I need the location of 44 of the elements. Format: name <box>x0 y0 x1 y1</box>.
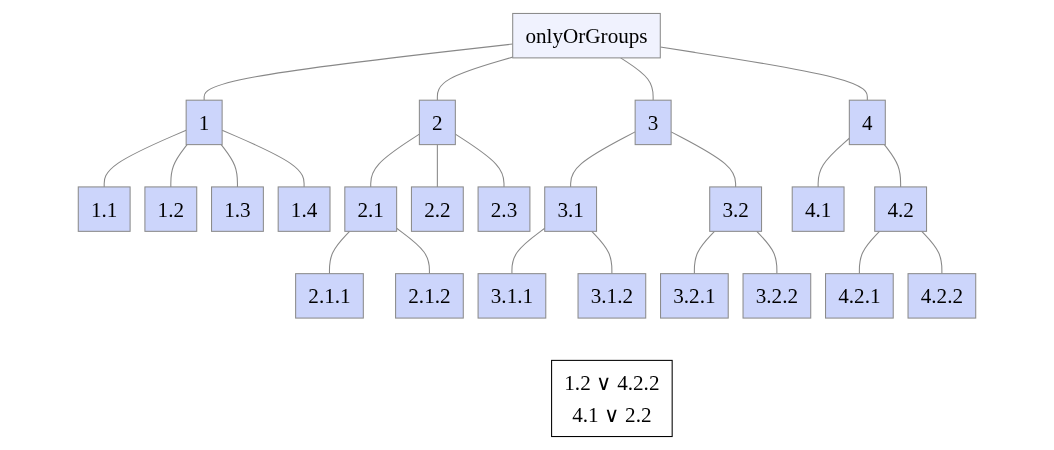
node-box: 4.1 <box>791 186 845 232</box>
node-box: 4 <box>848 99 886 146</box>
connector <box>220 144 238 188</box>
node-box: 4.2.1 <box>825 273 894 319</box>
node-box: onlyOrGroups <box>512 12 661 59</box>
connector <box>436 56 514 101</box>
connector <box>221 129 305 188</box>
node-box: 3.2 <box>709 186 763 232</box>
connector <box>370 133 420 188</box>
connector <box>620 57 654 101</box>
node-box: 2.2 <box>410 186 464 232</box>
node-box: 1.1 <box>77 186 131 232</box>
connector <box>436 144 438 188</box>
node-box: 3 <box>634 99 672 146</box>
connector <box>396 227 430 275</box>
connector <box>170 144 188 188</box>
connector <box>883 144 902 188</box>
node-box: 3.1.1 <box>477 273 547 319</box>
connector <box>858 230 881 275</box>
connector <box>921 230 943 275</box>
node-box: 2.1.1 <box>295 273 364 319</box>
connector <box>693 230 716 275</box>
node-box: 1.4 <box>277 186 331 232</box>
node-box: 3.1.2 <box>577 273 647 319</box>
connector <box>203 43 514 101</box>
connector <box>817 137 850 188</box>
connector <box>756 230 778 275</box>
node-box: 1 <box>185 99 223 146</box>
node-box: 1.2 ∨ 4.2.2 4.1 ∨ 2.2 <box>551 359 673 438</box>
node-box: 3.1 <box>544 186 598 232</box>
connector <box>328 230 351 275</box>
node-box: 3.2.1 <box>660 273 729 319</box>
node-box: 4.2 <box>874 186 928 232</box>
node-box: 1.2 <box>144 186 198 232</box>
connector <box>591 230 613 275</box>
connector <box>570 131 636 188</box>
connector <box>103 129 187 188</box>
node-box: 2.3 <box>477 186 531 232</box>
node-box: 3.2.2 <box>742 273 812 319</box>
node-box: 2.1.2 <box>395 273 464 319</box>
node-box: 2.1 <box>344 186 398 232</box>
node-box: 4.2.2 <box>907 273 977 319</box>
node-box: 1.3 <box>211 186 264 232</box>
node-box: 2 <box>418 99 456 146</box>
